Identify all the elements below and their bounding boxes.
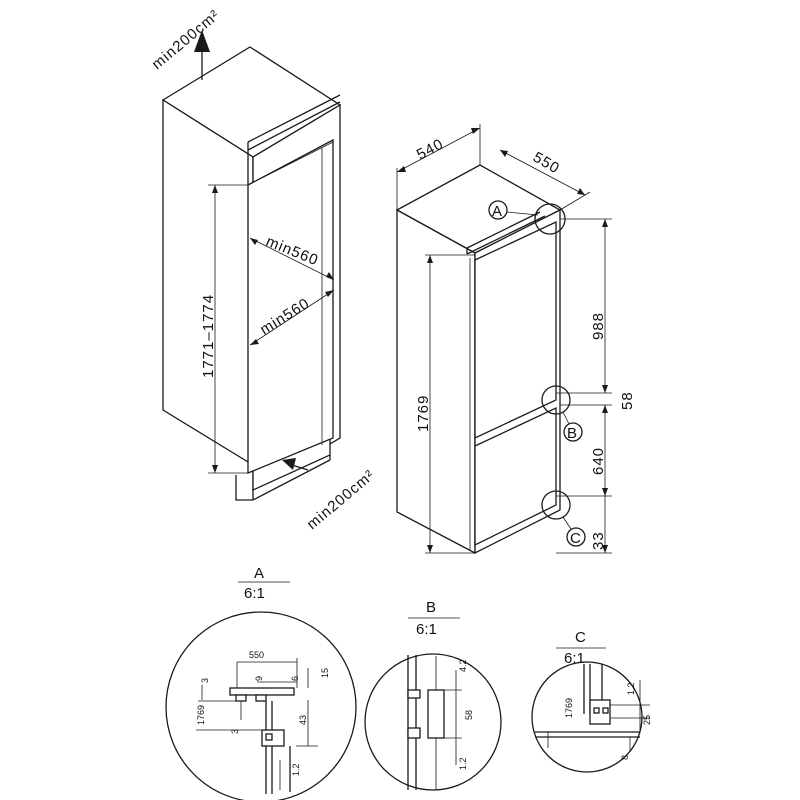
detail-b-dim-4-2: 4.2 [458, 659, 468, 672]
detail-a-dim-3-bottom: 3 [230, 729, 240, 734]
appliance-body [395, 164, 562, 555]
ventilation-bottom-label: min200cm² [304, 467, 379, 533]
marker-c-label: C [570, 530, 581, 547]
appliance-height-label: 1769 [415, 395, 432, 432]
detail-a-dim-1769: 1769 [196, 705, 206, 725]
detail-b-view [364, 653, 502, 791]
detail-c-title: C [575, 629, 586, 646]
detail-a-dim-43: 43 [298, 715, 308, 725]
detail-c-dim-1769: 1769 [564, 698, 574, 718]
detail-a-dim-15: 15 [320, 668, 330, 678]
detail-a-dim-9: 9 [254, 676, 264, 681]
detail-a-dim-3-top: 3 [200, 678, 210, 683]
niche-cabinet [161, 46, 342, 501]
appliance-width-dimension [396, 124, 481, 210]
ventilation-top-arrow [194, 30, 210, 80]
detail-marker-a [488, 200, 566, 235]
detail-a-scale: 6:1 [244, 585, 265, 602]
detail-c-dim-1-2: 1.2 [626, 682, 636, 695]
door-upper-label: 988 [590, 312, 607, 340]
detail-a-dim-6: 6 [290, 676, 300, 681]
detail-b-dim-58: 58 [464, 710, 474, 720]
detail-c-view [531, 661, 650, 773]
detail-c-scale: 6:1 [564, 650, 585, 667]
gap-label: 58 [619, 391, 636, 410]
detail-a-title: A [254, 565, 264, 582]
marker-b-label: B [567, 425, 577, 442]
detail-marker-b [541, 385, 583, 442]
niche-width-upper-dimension [249, 237, 335, 281]
detail-c-dim-25: 25 [642, 715, 652, 725]
detail-a-dim-1-2: 1.2 [291, 763, 301, 776]
appliance-height-dimension [425, 254, 475, 554]
ventilation-bottom-arrow [282, 458, 309, 471]
detail-a-view [165, 611, 357, 800]
niche-height-dimension [208, 184, 248, 474]
detail-b-scale: 6:1 [416, 621, 437, 638]
detail-b-dim-1-2: 1.2 [458, 757, 468, 770]
bottom-gap-label: 33 [590, 531, 607, 550]
door-lower-label: 640 [590, 447, 607, 475]
detail-c-dim-8: 8 [620, 755, 630, 760]
appliance-door-dimensions [556, 218, 612, 554]
appliance-width-label: 540 [414, 135, 447, 163]
appliance-depth-dimension [499, 149, 591, 211]
appliance-depth-label: 550 [530, 149, 563, 178]
detail-b-title: B [426, 599, 436, 616]
ventilation-top-label: min200cm² [149, 7, 224, 73]
detail-marker-c [541, 490, 586, 547]
marker-a-label: A [492, 203, 502, 220]
detail-a-dim-550: 550 [249, 650, 264, 660]
niche-height-label: 1771–1774 [200, 294, 217, 378]
niche-width-lower-dimension [249, 289, 335, 346]
